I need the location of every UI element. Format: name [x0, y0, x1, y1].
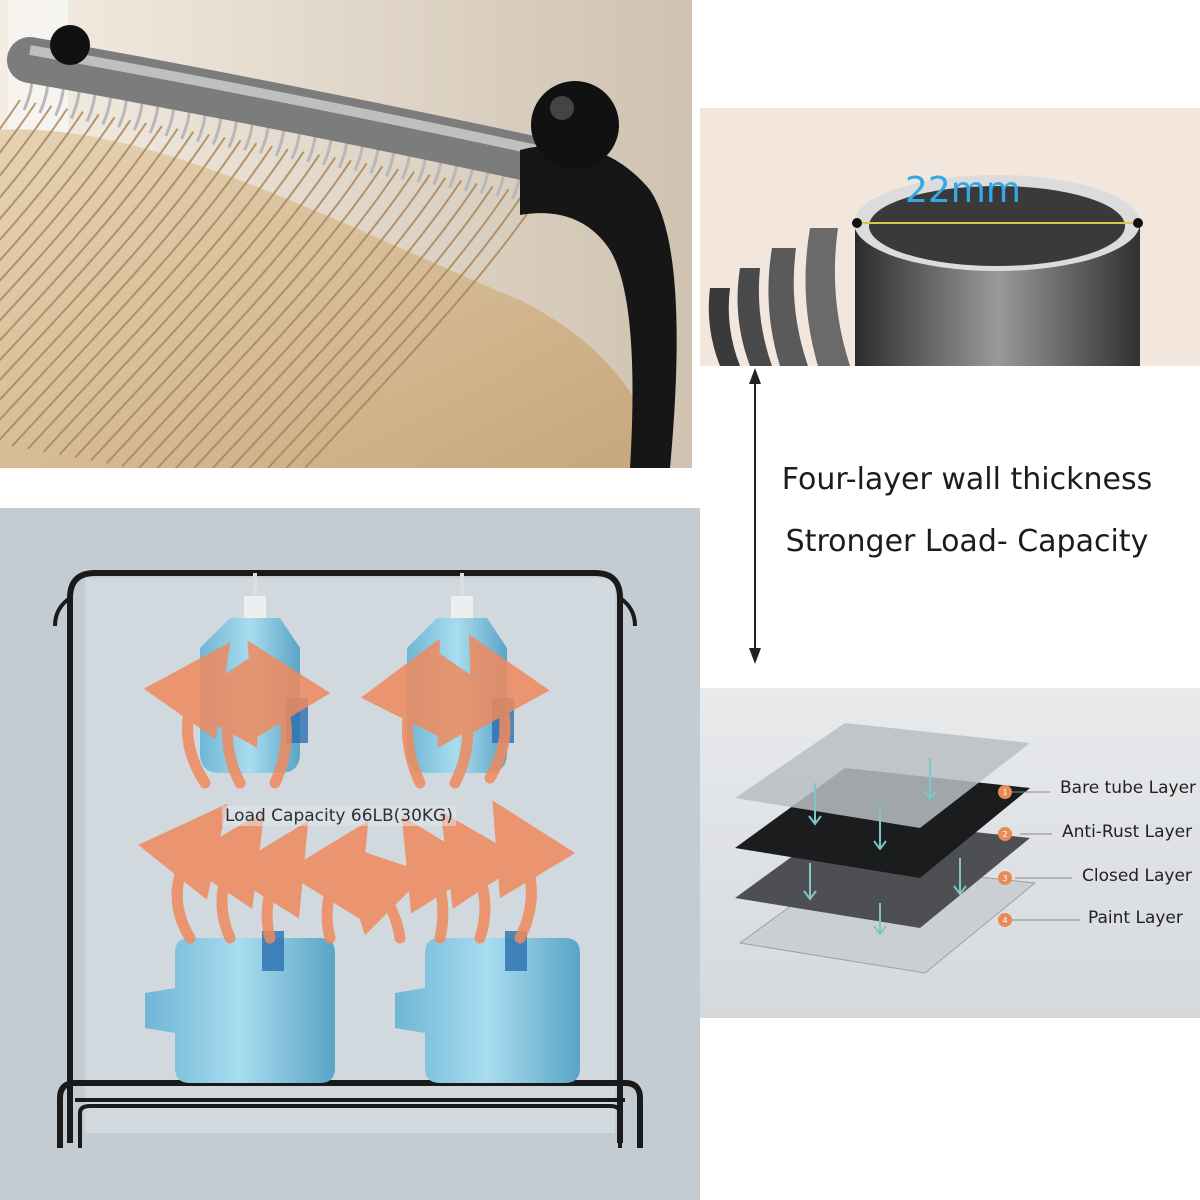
tube-diameter-label: 22mm: [905, 170, 1021, 211]
tube-layers-illustration: [700, 108, 1200, 366]
rack-load-photo: [0, 508, 700, 1200]
plate-bare-tube-layer: [735, 723, 1030, 828]
badge-1: 1: [1002, 788, 1007, 797]
rack-load-illustration: [0, 508, 700, 1200]
diameter-endpoint-left: [852, 218, 862, 228]
load-arrows: [138, 634, 576, 944]
layer-leader-lines: [1005, 791, 1080, 921]
double-arrow-icon: [749, 368, 761, 664]
layer-label-paint: Paint Layer: [1088, 908, 1183, 928]
badge-3: 3: [1002, 874, 1007, 883]
layer-badges: 1 2 3 4: [998, 785, 1012, 927]
badge-2: 2: [1002, 830, 1007, 839]
hanger-rail-illustration: [0, 0, 692, 468]
rack-frame: [57, 570, 643, 1148]
layer-plates-illustration: 1 2 3 4: [735, 723, 1080, 974]
badge-4: 4: [1002, 916, 1007, 925]
layer-label-bare-tube: Bare tube Layer: [1060, 778, 1197, 798]
tube-cross-section-photo: [700, 108, 1200, 366]
load-capacity-label: Load Capacity 66LB(30KG): [222, 806, 456, 826]
layer-stack-diagram: 1 2 3 4: [700, 688, 1200, 1018]
layer-label-anti-rust: Anti-Rust Layer: [1062, 822, 1193, 842]
layer-label-closed: Closed Layer: [1082, 866, 1192, 886]
hanger-rail-photo: [0, 0, 692, 468]
diameter-endpoint-right: [1133, 218, 1143, 228]
caption-wall-thickness: Four-layer wall thickness: [781, 462, 1153, 497]
layer-down-arrows: [803, 758, 967, 936]
caption-load-capacity: Stronger Load- Capacity: [785, 524, 1149, 559]
